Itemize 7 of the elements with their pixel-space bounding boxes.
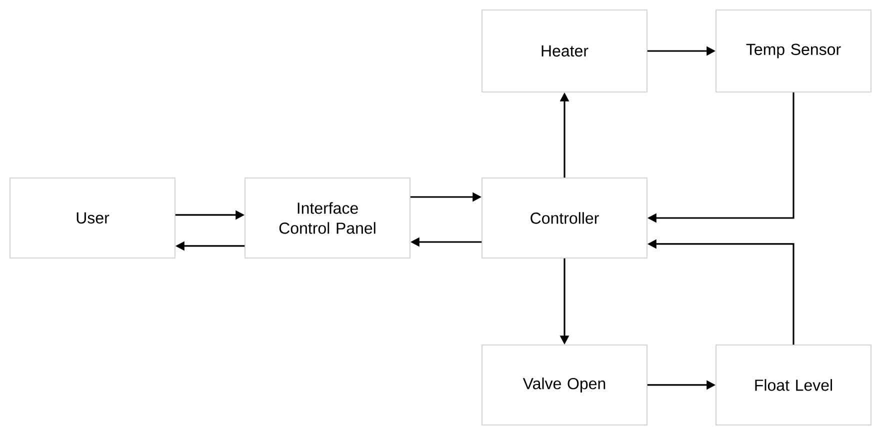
process-box: Heater (482, 10, 648, 92)
process-box: Interface Control Panel (244, 178, 410, 258)
process-box: Temp Sensor (716, 10, 872, 92)
process-box: Float Level (716, 344, 872, 426)
process-box: Controller (482, 178, 648, 258)
process-box: User (10, 178, 176, 258)
process-box: Valve Open (482, 344, 648, 426)
